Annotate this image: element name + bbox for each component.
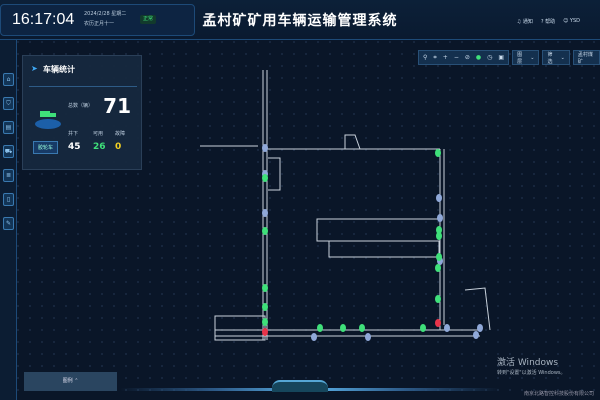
- vehicle-marker-offline[interactable]: [436, 194, 442, 202]
- available-label: 可用: [93, 131, 104, 137]
- vehicle-marker-normal[interactable]: [262, 303, 268, 311]
- underground-label: 井下: [68, 131, 79, 137]
- vehicle-marker-normal[interactable]: [317, 324, 323, 332]
- vehicle-marker-normal[interactable]: [262, 174, 268, 182]
- save-icon[interactable]: ▣: [498, 54, 505, 61]
- zoom-in-icon[interactable]: +: [442, 54, 448, 61]
- vehicle-marker-normal[interactable]: [435, 295, 441, 303]
- vehicle-marker-normal[interactable]: [436, 232, 442, 240]
- user-label: YSD: [569, 18, 580, 24]
- mine-map[interactable]: [17, 70, 600, 370]
- vehicle-marker-offline[interactable]: [311, 333, 317, 341]
- filter-label: 筛选: [547, 51, 553, 65]
- home-icon[interactable]: ⌂: [3, 73, 14, 86]
- list-icon[interactable]: ≣: [3, 169, 14, 182]
- tunnel-lines: [200, 70, 491, 341]
- header: 16:17:04 2024/2/28 星期二 农历正月十一 正常 孟村矿矿用车辆…: [0, 0, 600, 40]
- legend-label: 图例: [62, 378, 73, 384]
- notify-button[interactable]: ♫ 通知: [516, 19, 533, 25]
- page-title: 孟村矿矿用车辆运输管理系统: [202, 13, 398, 29]
- vehicle-marker-offline[interactable]: [473, 331, 479, 339]
- tool-group: ⚲ ⌗ + − ⊘ ● ◷ ▣: [418, 50, 510, 65]
- notify-label: 通知: [522, 19, 533, 25]
- vehicle-icon[interactable]: ⛟: [3, 145, 14, 158]
- sidebar: ⌂ ⛉ ▤ ⛟ ≣ ▯ ✎: [0, 40, 17, 400]
- chart-icon[interactable]: ▤: [3, 121, 14, 134]
- vehicle-stats-panel: ➤ 车辆统计 总数（辆） 71 胶轮车 井下 可用 故障 45 26 0: [22, 55, 142, 170]
- bottom-center-toggle[interactable]: [272, 380, 328, 392]
- layer-dropdown[interactable]: 图层⌄: [512, 50, 540, 65]
- vehicle-marker-normal[interactable]: [262, 227, 268, 235]
- vehicle-marker-offline[interactable]: [262, 209, 268, 217]
- watermark-subtitle: 转到"设置"以激活 Windows。: [497, 370, 566, 376]
- clock-panel: [0, 4, 195, 36]
- vehicle-marker-normal[interactable]: [420, 324, 426, 332]
- fit-icon[interactable]: ⌗: [433, 53, 437, 61]
- arrow-icon: ➤: [31, 64, 38, 73]
- vehicle-marker-normal[interactable]: [262, 284, 268, 292]
- online-dot-icon[interactable]: ●: [475, 54, 482, 61]
- vehicle-marker-offline[interactable]: [437, 214, 443, 222]
- vehicle-marker-offline[interactable]: [444, 324, 450, 332]
- report-icon[interactable]: ✎: [3, 217, 14, 230]
- watermark-title: 激活 Windows: [497, 358, 559, 368]
- system-status-badge: 正常: [140, 15, 157, 24]
- vehicle-marker-offline[interactable]: [365, 333, 371, 341]
- vehicle-markers: [262, 144, 483, 341]
- fault-label: 故障: [115, 131, 126, 137]
- vehicle-marker-offline[interactable]: [477, 324, 483, 332]
- mine-selector-button[interactable]: 孟村煤矿: [572, 50, 600, 65]
- vehicle-marker-normal[interactable]: [435, 149, 441, 157]
- underground-value: 45: [68, 142, 81, 152]
- map-toolbar: ⚲ ⌗ + − ⊘ ● ◷ ▣ 图层⌄ 筛选⌄ 孟村煤矿: [418, 50, 600, 65]
- truck-icon: [35, 111, 61, 129]
- fault-value: 0: [115, 142, 122, 152]
- vehicle-marker-normal[interactable]: [436, 253, 442, 261]
- total-value: 71: [103, 94, 131, 118]
- doc-icon[interactable]: ▯: [3, 193, 14, 206]
- vehicle-marker-offline[interactable]: [262, 144, 268, 152]
- available-value: 26: [93, 142, 106, 152]
- search-icon[interactable]: ⚲: [423, 54, 428, 61]
- zoom-out-icon[interactable]: −: [453, 54, 459, 61]
- measure-icon[interactable]: ⊘: [464, 54, 470, 61]
- vehicle-marker-normal[interactable]: [435, 264, 441, 272]
- filter-dropdown[interactable]: 筛选⌄: [542, 50, 570, 65]
- vehicle-marker-fault[interactable]: [262, 328, 268, 336]
- help-label: 帮助: [545, 19, 556, 25]
- vehicle-type-button[interactable]: 胶轮车: [33, 141, 59, 154]
- vehicle-marker-normal[interactable]: [359, 324, 365, 332]
- user-button[interactable]: ☺ YSD: [563, 18, 580, 24]
- help-button[interactable]: ? 帮助: [540, 19, 556, 25]
- layer-label: 图层: [517, 51, 523, 65]
- vehicle-marker-normal[interactable]: [262, 318, 268, 326]
- shield-icon[interactable]: ⛉: [3, 97, 14, 110]
- mine-label: 孟村煤矿: [577, 51, 593, 65]
- company-name: 南京北路智控科技股份有限公司: [523, 391, 594, 397]
- panel-title: 车辆统计: [43, 65, 75, 74]
- clock: 16:17:04: [12, 11, 75, 28]
- history-icon[interactable]: ◷: [487, 54, 493, 61]
- legend-button[interactable]: 图例 ⌃: [24, 372, 117, 391]
- lunar-date: 农历正月十一: [84, 21, 115, 27]
- divider: [29, 86, 137, 87]
- vehicle-marker-normal[interactable]: [436, 226, 442, 234]
- vehicle-marker-fault[interactable]: [435, 319, 441, 327]
- vehicle-marker-normal[interactable]: [340, 324, 346, 332]
- date: 2024/2/28 星期二: [84, 11, 127, 17]
- total-label: 总数（辆）: [68, 103, 94, 109]
